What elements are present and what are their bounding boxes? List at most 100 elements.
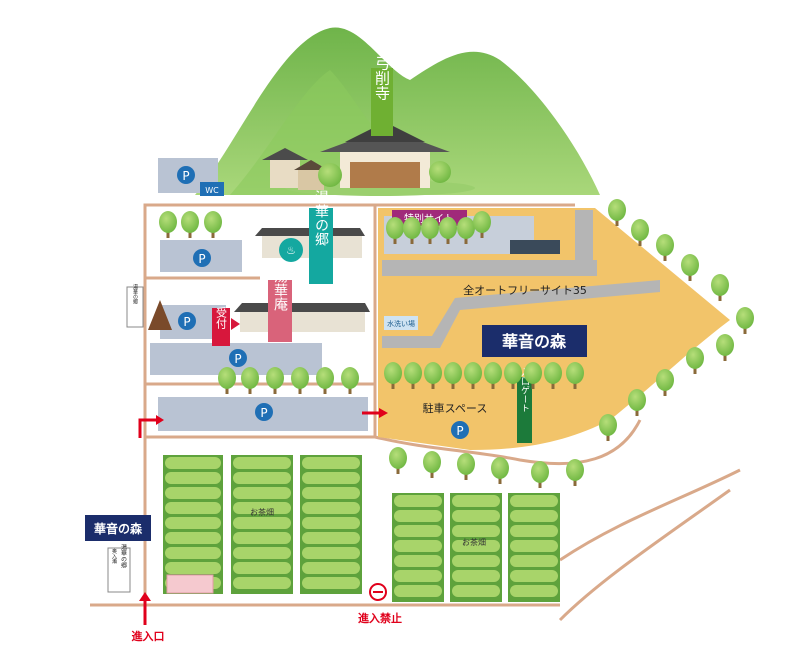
campsite-label: 全オートフリーサイト35 [463, 283, 587, 297]
tea-row [302, 457, 360, 469]
temple-label[interactable]: 弓削寺 [371, 56, 393, 137]
temple-label-text: 弓削寺 [373, 56, 391, 101]
tea-row [233, 472, 291, 484]
tea-row [302, 562, 360, 574]
tea-row [302, 502, 360, 514]
brand-sign-entrance: 華音の森 奥入瀬 湯華の郷 [85, 515, 151, 593]
parking-icon: P [456, 424, 463, 438]
tree [711, 274, 729, 296]
tree [566, 362, 584, 384]
tea-row [394, 525, 442, 537]
direction-arrows [138, 408, 388, 438]
tree [608, 199, 626, 221]
tea-row [510, 585, 558, 597]
tea-row [452, 585, 500, 597]
yuka-no-sato-building[interactable]: ♨ 湯華の郷 [255, 189, 365, 284]
tea-row [233, 457, 291, 469]
tea-row [394, 585, 442, 597]
tree [291, 367, 309, 389]
tea-row [394, 540, 442, 552]
tree [736, 307, 754, 329]
tea-row [302, 472, 360, 484]
tea-row [510, 555, 558, 567]
tea-row [302, 547, 360, 559]
tea-row [233, 577, 291, 589]
no-entry-label: 進入禁止 [358, 611, 402, 625]
tree [424, 362, 442, 384]
tea-row [165, 487, 221, 499]
tea-row [510, 510, 558, 522]
roads [90, 203, 741, 622]
tree [266, 367, 284, 389]
washing-area[interactable]: 水洗い場 [384, 316, 418, 330]
tea-row [233, 487, 291, 499]
parking-space[interactable]: 駐車スペース P [423, 401, 488, 439]
parking-space-label: 駐車スペース [423, 401, 488, 415]
tree [686, 347, 704, 369]
signboard-small-text: 奥入瀬 [111, 548, 117, 565]
reception-label: 受付 [215, 307, 228, 330]
parking-lots-left[interactable]: P P P P [150, 240, 368, 431]
tree [457, 217, 475, 239]
tree [389, 447, 407, 469]
entrance-gate-label: 入口ゲート [519, 367, 530, 412]
tree [439, 217, 457, 239]
tea-row [394, 555, 442, 567]
parking-icon: P [182, 169, 189, 183]
yuka-no-sato-label: 湯華の郷 [313, 189, 329, 246]
onsen-icon: ♨ [286, 244, 296, 257]
tree [484, 362, 502, 384]
tea-row [233, 517, 291, 529]
tree [599, 414, 617, 436]
tree [444, 362, 462, 384]
tea-row [510, 495, 558, 507]
parking-icon: P [234, 352, 241, 366]
tree [631, 219, 649, 241]
tea-row [394, 495, 442, 507]
tea-row [165, 502, 221, 514]
entrance-gate[interactable]: 入口ゲート [517, 367, 532, 443]
tree [681, 254, 699, 276]
yuka-an-building[interactable]: 湯華庵 [234, 268, 370, 342]
tea-row [233, 547, 291, 559]
tea-row [233, 502, 291, 514]
tea-row [165, 547, 221, 559]
tea-row [394, 570, 442, 582]
tree [716, 334, 734, 356]
parking-icon: P [183, 315, 190, 329]
tea-field-label: お茶畑 [462, 537, 486, 547]
brand-name: 華音の森 [502, 332, 567, 351]
tree [241, 367, 259, 389]
tree [421, 217, 439, 239]
tree [386, 217, 404, 239]
tree [464, 362, 482, 384]
brand-name: 華音の森 [94, 521, 143, 536]
tree [504, 362, 522, 384]
tea-row [233, 562, 291, 574]
trees [159, 199, 754, 488]
no-entry-marker[interactable]: 進入禁止 [358, 583, 402, 625]
tree [403, 217, 421, 239]
tea-row [302, 532, 360, 544]
signboard-main-text: 湯華の郷 [120, 543, 127, 569]
tree [566, 459, 584, 481]
yuka-an-label: 湯華庵 [272, 268, 288, 311]
tea-row [302, 517, 360, 529]
reception[interactable]: 受付 [212, 307, 240, 346]
tree [159, 211, 177, 233]
parking-top[interactable]: P WC [158, 158, 224, 196]
entrance-marker[interactable]: 進入口 [132, 592, 165, 643]
tea-row [302, 577, 360, 589]
tree [218, 367, 236, 389]
tea-row [165, 532, 221, 544]
temple-buildings [262, 122, 475, 196]
tea-row [165, 517, 221, 529]
tree [423, 451, 441, 473]
tea-row [233, 532, 291, 544]
tree [181, 211, 199, 233]
tea-row [394, 510, 442, 522]
tree [316, 367, 334, 389]
parking-icon: P [198, 252, 205, 266]
tea-row [452, 570, 500, 582]
